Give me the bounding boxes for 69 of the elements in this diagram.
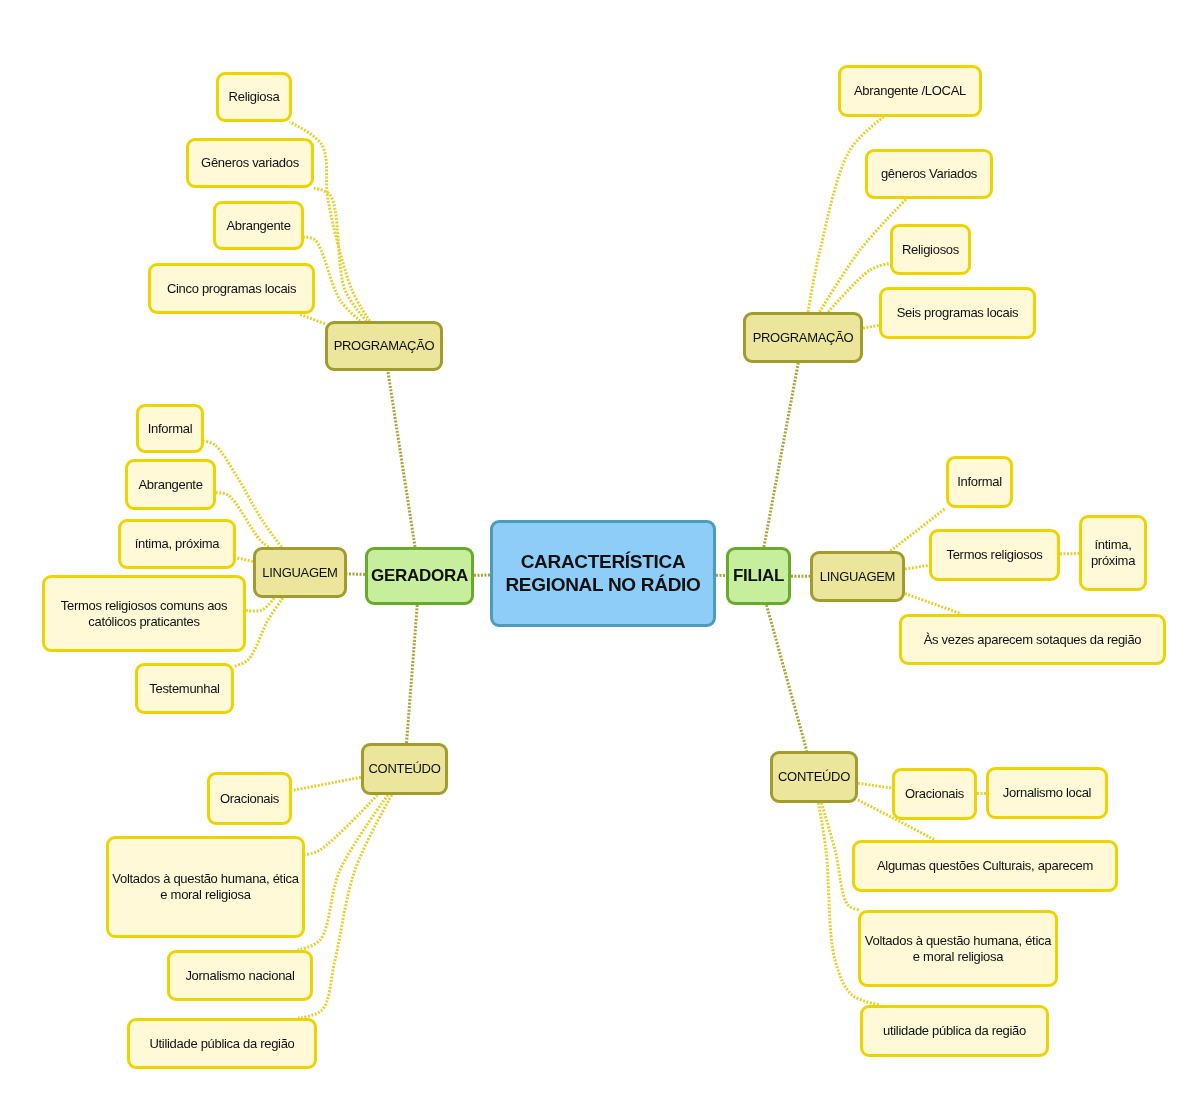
topic-box: utilidade pública da região <box>860 1005 1049 1057</box>
connector-line <box>216 491 270 549</box>
topic-box: Gêneros variados <box>186 138 314 188</box>
topic-box: Utilidade pública da região <box>127 1018 317 1069</box>
topic-box: Cinco programas locais <box>148 263 315 314</box>
category-box: PROGRAMAÇÃO <box>743 312 863 363</box>
connector-line <box>473 573 491 577</box>
topic-box: Seis programas locais <box>879 287 1036 339</box>
connector-line <box>857 798 936 842</box>
connector-line <box>889 506 947 553</box>
connector-line <box>235 556 254 564</box>
topic-box: Religiosa <box>216 72 292 122</box>
topic-box: Voltados à questão humana, ética e moral religiosa <box>858 910 1058 987</box>
category-box: LINGUAGEM <box>253 547 347 598</box>
topic-box: íntima, próxima <box>118 519 236 569</box>
topic-box: Às vezes aparecem sotaques da região <box>899 614 1166 665</box>
connector-line <box>765 604 809 752</box>
connector-line <box>298 312 326 326</box>
connector-line <box>791 574 810 578</box>
topic-box: Religiosos <box>890 224 971 275</box>
branch-box: FILIAL <box>726 547 791 605</box>
connector-line <box>827 261 891 313</box>
connector-line <box>288 120 371 322</box>
connector-line <box>904 592 963 616</box>
connector-line <box>857 781 893 790</box>
connector-line <box>820 802 861 912</box>
category-box: CONTEÚDO <box>361 743 448 795</box>
topic-box: Termos religiosos <box>929 529 1060 581</box>
connector-line <box>386 370 417 548</box>
topic-box: Testemunhal <box>135 663 234 714</box>
connector-line <box>291 775 362 792</box>
connector-line <box>862 323 880 330</box>
connector-line <box>303 235 362 323</box>
topic-box: Oracionais <box>207 772 292 825</box>
topic-box: Abrangente <box>125 459 216 510</box>
category-box: LINGUAGEM <box>810 551 905 602</box>
connector-line <box>1059 552 1080 556</box>
topic-box: Informal <box>136 404 204 453</box>
connector-line <box>297 794 390 952</box>
topic-box: Voltados à questão humana, ética e moral religiosa <box>106 836 305 938</box>
connector-line <box>312 186 368 322</box>
topic-box: Jornalismo nacional <box>167 950 313 1001</box>
connector-line <box>904 563 930 571</box>
connector-line <box>806 115 885 313</box>
connector-line <box>233 597 285 668</box>
topic-box: íntima, próxima <box>1079 515 1147 591</box>
category-box: CONTEÚDO <box>770 751 858 803</box>
topic-box: Algumas questões Culturais, aparecem <box>852 840 1118 892</box>
connector-line <box>304 793 379 857</box>
category-box: PROGRAMAÇÃO <box>325 321 443 371</box>
connector-line <box>818 197 908 313</box>
connector-line <box>297 794 394 1020</box>
topic-box: Termos religiosos comuns aos católicos praticantes <box>42 575 246 652</box>
topic-box: gêneros Variados <box>865 149 993 199</box>
connector-line <box>715 573 727 577</box>
topic-box: Jornalismo local <box>986 767 1108 819</box>
connector-line <box>977 792 986 796</box>
connector-line <box>762 362 800 548</box>
connector-line <box>203 439 283 548</box>
topic-box: Oracionais <box>892 768 977 820</box>
connector-line <box>346 572 366 576</box>
topic-box: Informal <box>946 456 1013 508</box>
connector-line <box>405 604 419 744</box>
branch-box: GERADORA <box>365 547 474 605</box>
topic-box: Abrangente <box>213 201 304 250</box>
connector-line <box>245 597 276 613</box>
topic-box: Abrangente /LOCAL <box>838 65 982 117</box>
connector-line <box>816 802 881 1007</box>
central-topic-box: CARACTERÍSTICA REGIONAL NO RÁDIO <box>490 520 716 627</box>
